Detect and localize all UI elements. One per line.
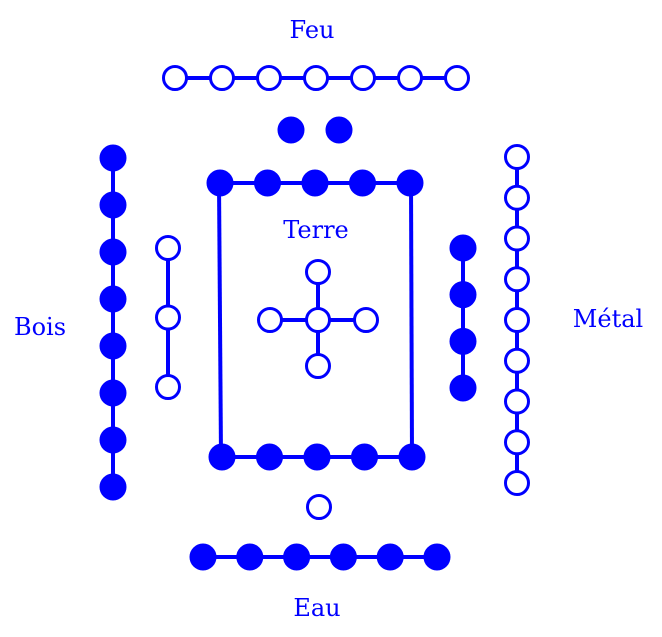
- water-inner-dot-dot: [306, 494, 332, 520]
- water-outer-row-dot: [423, 543, 451, 571]
- earth-bottom-row-dot: [398, 443, 426, 471]
- earth-bottom-row-dot: [303, 443, 331, 471]
- label-water: Eau: [293, 594, 340, 622]
- label-fire: Feu: [290, 16, 335, 44]
- water-outer-row-dot: [329, 543, 357, 571]
- fire-outer-row-dot: [303, 65, 329, 91]
- earth-rect-left-line: [217, 182, 223, 458]
- fire-outer-row-dot: [162, 65, 188, 91]
- wood-inner-column-dot: [155, 304, 181, 331]
- metal-outer-column-dot: [504, 388, 530, 415]
- wood-outer-column-dot: [99, 238, 127, 266]
- label-wood: Bois: [14, 313, 66, 341]
- earth-cross-dot: [305, 259, 331, 285]
- metal-outer-column-dot: [504, 225, 530, 252]
- fire-outer-row-dot: [209, 65, 235, 91]
- wood-inner-column-dot: [155, 374, 181, 400]
- wood-outer-column-dot: [99, 144, 127, 172]
- earth-rect-right-line: [409, 182, 414, 458]
- water-outer-row-dot: [283, 543, 311, 571]
- metal-outer-column-dot: [504, 144, 530, 170]
- fire-outer-row-dot: [350, 65, 376, 91]
- fire-inner-dots-dot: [325, 116, 353, 144]
- metal-outer-column-dot: [504, 470, 530, 496]
- metal-outer-column-dot: [504, 184, 530, 211]
- wood-outer-column-dot: [99, 332, 127, 360]
- earth-top-row-dot: [206, 169, 234, 197]
- metal-outer-column-dot: [504, 347, 530, 374]
- earth-top-row-dot: [254, 169, 281, 197]
- earth-bottom-row-dot: [256, 443, 283, 471]
- fire-outer-row-dot: [444, 65, 470, 91]
- wood-outer-column-dot: [99, 285, 127, 313]
- water-outer-row-dot: [376, 543, 404, 571]
- fire-outer-row-dot: [397, 65, 423, 91]
- wood-outer-column-dot: [99, 473, 127, 501]
- earth-cross-dot: [353, 307, 379, 333]
- earth-bottom-row-dot: [351, 443, 378, 471]
- wood-outer-column-dot: [99, 191, 127, 219]
- earth-cross-dot: [305, 353, 331, 379]
- metal-outer-column-dot: [504, 307, 530, 333]
- water-outer-row-dot: [189, 543, 217, 571]
- wood-inner-column-dot: [155, 235, 181, 261]
- metal-inner-column-dot: [449, 234, 477, 262]
- metal-outer-column-dot: [504, 429, 530, 456]
- label-earth: Terre: [283, 216, 349, 244]
- metal-inner-column-dot: [449, 281, 477, 309]
- earth-top-row-dot: [301, 169, 329, 197]
- water-outer-row-dot: [236, 543, 264, 571]
- metal-inner-column-dot: [449, 327, 477, 355]
- wood-outer-column-dot: [99, 379, 127, 407]
- earth-top-row-dot: [396, 169, 424, 197]
- earth-cross-dot: [257, 307, 283, 333]
- earth-top-row-dot: [349, 169, 376, 197]
- wood-outer-column-dot: [99, 426, 127, 454]
- earth-cross-dot: [305, 307, 331, 333]
- metal-inner-column-dot: [449, 374, 477, 402]
- fire-outer-row-dot: [256, 65, 282, 91]
- earth-bottom-row-dot: [208, 443, 236, 471]
- metal-outer-column-dot: [504, 266, 530, 293]
- fire-inner-dots-dot: [277, 116, 305, 144]
- label-metal: Métal: [573, 305, 643, 333]
